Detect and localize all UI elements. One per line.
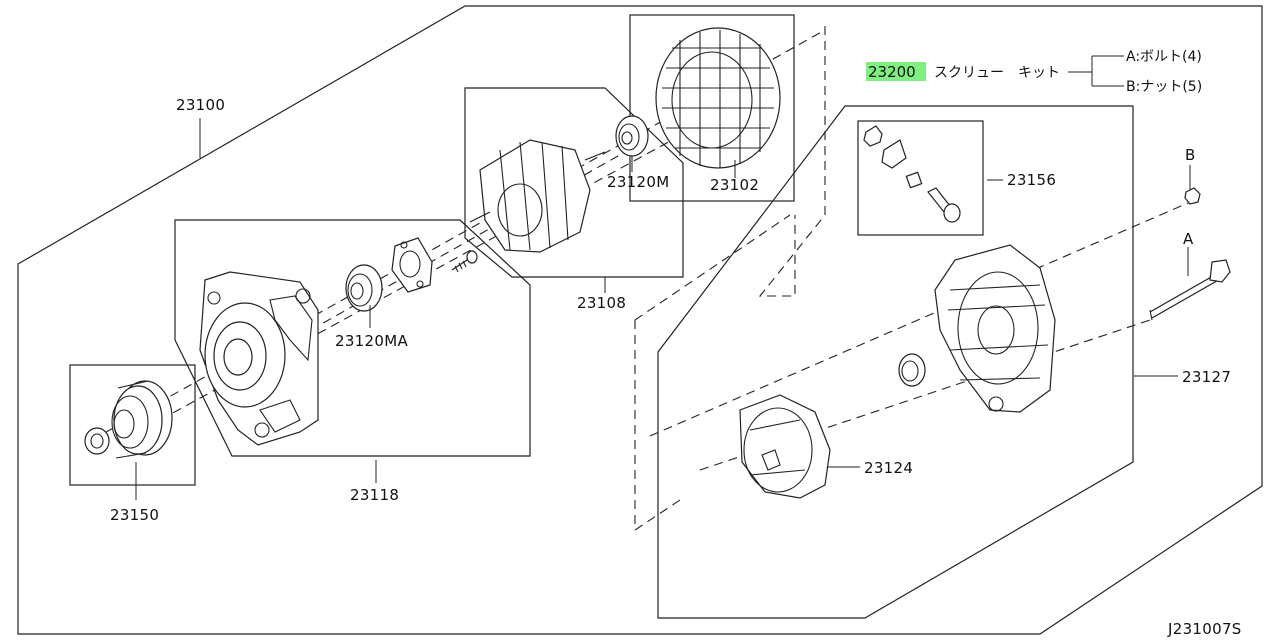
- brush-box: [857, 120, 984, 236]
- label-stator[interactable]: 23102: [710, 176, 759, 194]
- stator[interactable]: [655, 27, 781, 169]
- assembly-axis: [91, 29, 1196, 471]
- assembly-frame: [17, 5, 1263, 635]
- retainer-screw[interactable]: [451, 250, 478, 273]
- label-rear-cover[interactable]: 23127: [1182, 368, 1231, 386]
- kit-number-highlight: [866, 62, 926, 81]
- callout-nut-letter: B: [1185, 146, 1196, 164]
- label-rotor[interactable]: 23108: [577, 294, 626, 312]
- stator-box: [629, 14, 795, 202]
- callout-bolt-letter: A: [1183, 230, 1194, 248]
- rear-bearing[interactable]: [615, 115, 649, 157]
- front-bearing[interactable]: [345, 264, 383, 312]
- kit-item-a: A:ボルト(4): [1126, 49, 1202, 65]
- label-assembly[interactable]: 23100: [176, 96, 225, 114]
- pulley-nut[interactable]: [84, 427, 110, 455]
- label-brush-set[interactable]: 23156: [1007, 171, 1056, 189]
- rotor-box: [464, 87, 684, 278]
- regulator[interactable]: [739, 394, 831, 499]
- diagram-code: J231007S: [1167, 620, 1242, 638]
- leader-lines: [135, 55, 1191, 500]
- nut[interactable]: [1184, 187, 1201, 205]
- label-rear-bearing[interactable]: 23120M: [607, 173, 669, 191]
- kit-number[interactable]: 23200: [868, 63, 916, 81]
- kit-name: スクリュー キット: [934, 65, 1060, 81]
- brush-assembly[interactable]: [863, 125, 961, 223]
- kit-item-b: B:ナット(5): [1126, 79, 1202, 95]
- pulley[interactable]: [111, 380, 173, 459]
- bearing-retainer-plate[interactable]: [391, 237, 433, 293]
- label-regulator[interactable]: 23124: [864, 459, 913, 477]
- rear-cover[interactable]: [934, 244, 1056, 413]
- rotor[interactable]: [469, 139, 606, 253]
- label-pulley[interactable]: 23150: [110, 506, 159, 524]
- label-front-bearing[interactable]: 23120MA: [335, 332, 408, 350]
- front-cover-box: [174, 219, 531, 457]
- front-cover[interactable]: [199, 271, 319, 446]
- rear-cover-box: [657, 105, 1134, 619]
- rear-seal-ring[interactable]: [898, 353, 926, 387]
- through-bolt[interactable]: [1149, 259, 1231, 321]
- pulley-box: [69, 364, 196, 486]
- label-front-cover[interactable]: 23118: [350, 486, 399, 504]
- rear-section-dashed-frame: [634, 26, 826, 532]
